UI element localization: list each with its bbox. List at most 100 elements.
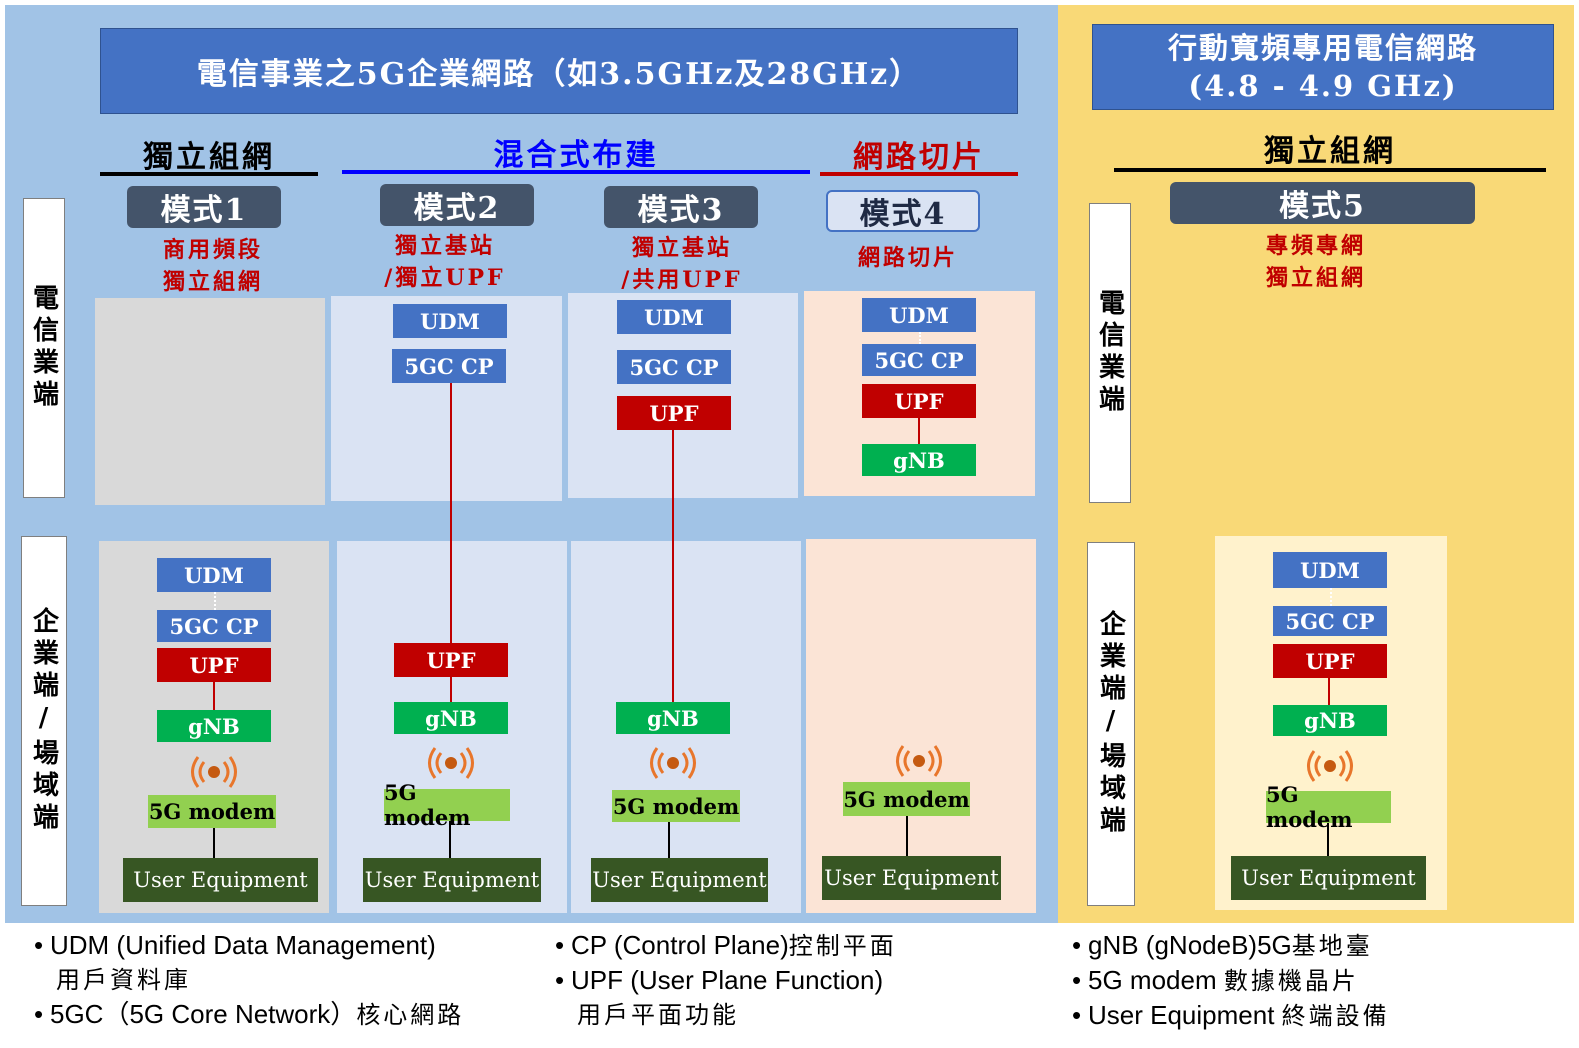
mode-5-desc-line1: 專頻專網 [1265,233,1366,259]
mode-1-5g-modem: 5G modem [148,795,276,828]
legend-ue-sub-text: 終端設備 [1281,1002,1390,1030]
mode-1-wireless-signal-icon [183,752,245,792]
mode-1-label: 模式1 [127,186,281,228]
mode-5-desc: 專頻專網 獨立組網 [1226,230,1406,294]
mode-2-user-equipment: User Equipment [363,858,541,902]
side-label-telecom-right-text: 電信業端 [1094,289,1125,417]
legend-udm-text: UDM (Unified Data Management) [50,930,436,960]
mode-4-udm: UDM [862,298,976,332]
mode-3-desc-line2: /共用UPF [621,267,743,293]
mode-3-wireless-signal-icon [642,743,704,783]
mode-1-desc-line1: 商用頻段 [162,237,263,263]
side-label-enterprise-left: 企業端/場域端 [21,536,67,906]
mode-1-udm: UDM [157,558,271,592]
mode-1-telecom-zone [95,298,325,505]
side-label-telecom-left-text: 電信業端 [28,284,59,412]
legend-upf-sub-text: 用戶平面功能 [577,1001,739,1029]
mode-2-cp-upf-link [450,383,452,643]
mode-2-modem-ue-link [449,821,451,858]
left-title: 電信事業之5G企業網路（如3.5GHz及28GHz） [196,57,922,92]
mode-1-udm-cp-link [214,592,216,610]
legend-udm-sub-text: 用戶資料庫 [56,966,191,994]
mode-4-desc: 網路切片 [818,242,998,274]
legend-upf: •UPF (User Plane Function) [555,965,884,995]
left-title-banner: 電信事業之5G企業網路（如3.5GHz及28GHz） [100,28,1018,114]
mode-4-modem-ue-link [906,816,908,856]
group-hybrid-underline [342,170,810,174]
mode-2-desc-line1: 獨立基站 [394,233,495,259]
mode-3-upf: UPF [617,396,731,430]
group-standalone-right-underline [1114,168,1546,172]
right-title-banner: 行動寬頻專用電信網路 (4.8 - 4.9 GHz) [1092,24,1554,110]
legend-ue: •User Equipment 終端設備 [1072,1000,1390,1030]
mode-5-user-equipment: User Equipment [1231,856,1426,900]
mode-5-udm: UDM [1273,552,1387,588]
mode-1-desc-line2: 獨立組網 [162,269,263,295]
mode-4-gnb: gNB [862,444,976,476]
mode-5-udm-cp-link [1330,588,1332,606]
mode-3-udm: UDM [617,300,731,334]
legend-5gc-sub-text: 核心網路 [356,1001,465,1029]
mode-4-desc-line1: 網路切片 [857,245,958,271]
mode-3-gnb: gNB [616,702,730,734]
mode-5-5gc-cp: 5GC CP [1273,606,1387,636]
mode-3-modem-ue-link [668,822,670,858]
mode-5-wireless-signal-icon [1299,746,1361,786]
group-slicing-underline [820,172,1018,176]
group-slicing: 網路切片 [853,140,985,175]
mode-3-desc: 獨立基站 /共用UPF [592,232,772,296]
mode-2-desc-line2: /獨立UPF [384,265,506,291]
legend-5gc-text: 5GC（5G Core Network） [50,999,357,1029]
mode-3-5gc-cp: 5GC CP [617,350,731,384]
mode-4-udm-cp-link [919,332,921,344]
mode-4-upf: UPF [862,384,976,418]
mode-4-enterprise-zone [806,539,1036,913]
side-label-enterprise-right-text: 企業端/場域端 [1095,610,1126,838]
group-standalone-right: 獨立組網 [1264,134,1396,169]
mode-2-wireless-signal-icon [420,743,482,783]
mode-3-user-equipment: User Equipment [591,858,768,902]
legend-modem: •5G modem 數據機晶片 [1072,965,1359,995]
mode-1-upf-gnb-link [213,682,215,710]
mode-3-5g-modem: 5G modem [612,790,740,822]
mode-2-upf: UPF [394,643,508,677]
mode-2-5g-modem: 5G modem [384,780,510,830]
mode-2-udm: UDM [393,304,507,338]
legend-gnb: •gNB (gNodeB)5G基地臺 [1072,930,1373,960]
legend-5gc: •5GC（5G Core Network）核心網路 [34,999,465,1029]
side-label-telecom-right: 電信業端 [1089,203,1131,503]
legend-column-2: •CP (Control Plane)控制平面 •UPF (User Plane… [555,928,1035,1032]
mode-4-upf-gnb-link [918,418,920,444]
legend-column-1: •UDM (Unified Data Management) 用戶資料庫 •5G… [34,928,534,1032]
side-label-enterprise-right: 企業端/場域端 [1087,542,1135,906]
mode-3-label: 模式3 [604,186,758,228]
mode-4-user-equipment: User Equipment [822,856,1001,900]
legend-udm: •UDM (Unified Data Management) [34,930,436,960]
mode-5-modem-ue-link [1327,823,1329,856]
right-title-line1: 行動寬頻專用電信網路 [1167,31,1478,65]
mode-2-gnb: gNB [394,702,508,734]
legend-modem-sub-text: 數據機晶片 [1223,967,1359,995]
legend-udm-sub: 用戶資料庫 [34,962,534,997]
mode-4-label: 模式4 [826,190,980,232]
legend-ue-text: User Equipment [1088,1000,1282,1030]
mode-5-upf: UPF [1273,644,1387,678]
side-label-telecom-left: 電信業端 [23,198,65,498]
legend-cp: •CP (Control Plane)控制平面 [555,930,897,960]
mode-5-desc-line2: 獨立組網 [1265,265,1366,291]
mode-5-5g-modem: 5G modem [1266,782,1391,832]
legend-gnb-text: gNB (gNodeB)5G [1088,930,1292,960]
mode-1-upf: UPF [157,648,271,682]
group-standalone: 獨立組網 [143,140,275,175]
legend-cp-sub-text: 控制平面 [788,932,897,960]
mode-5-gnb: gNB [1273,705,1387,736]
mode-1-modem-ue-link [213,828,215,858]
side-label-enterprise-left-text: 企業端/場域端 [28,607,59,835]
mode-1-5gc-cp: 5GC CP [157,610,271,642]
group-standalone-underline [100,172,318,176]
mode-2-label: 模式2 [380,184,534,226]
mode-3-upf-gnb-link [672,430,674,702]
mode-4-5g-modem: 5G modem [843,782,970,816]
mode-2-upf-gnb-link [450,677,452,702]
legend-upf-text: UPF (User Plane Function) [571,965,884,995]
